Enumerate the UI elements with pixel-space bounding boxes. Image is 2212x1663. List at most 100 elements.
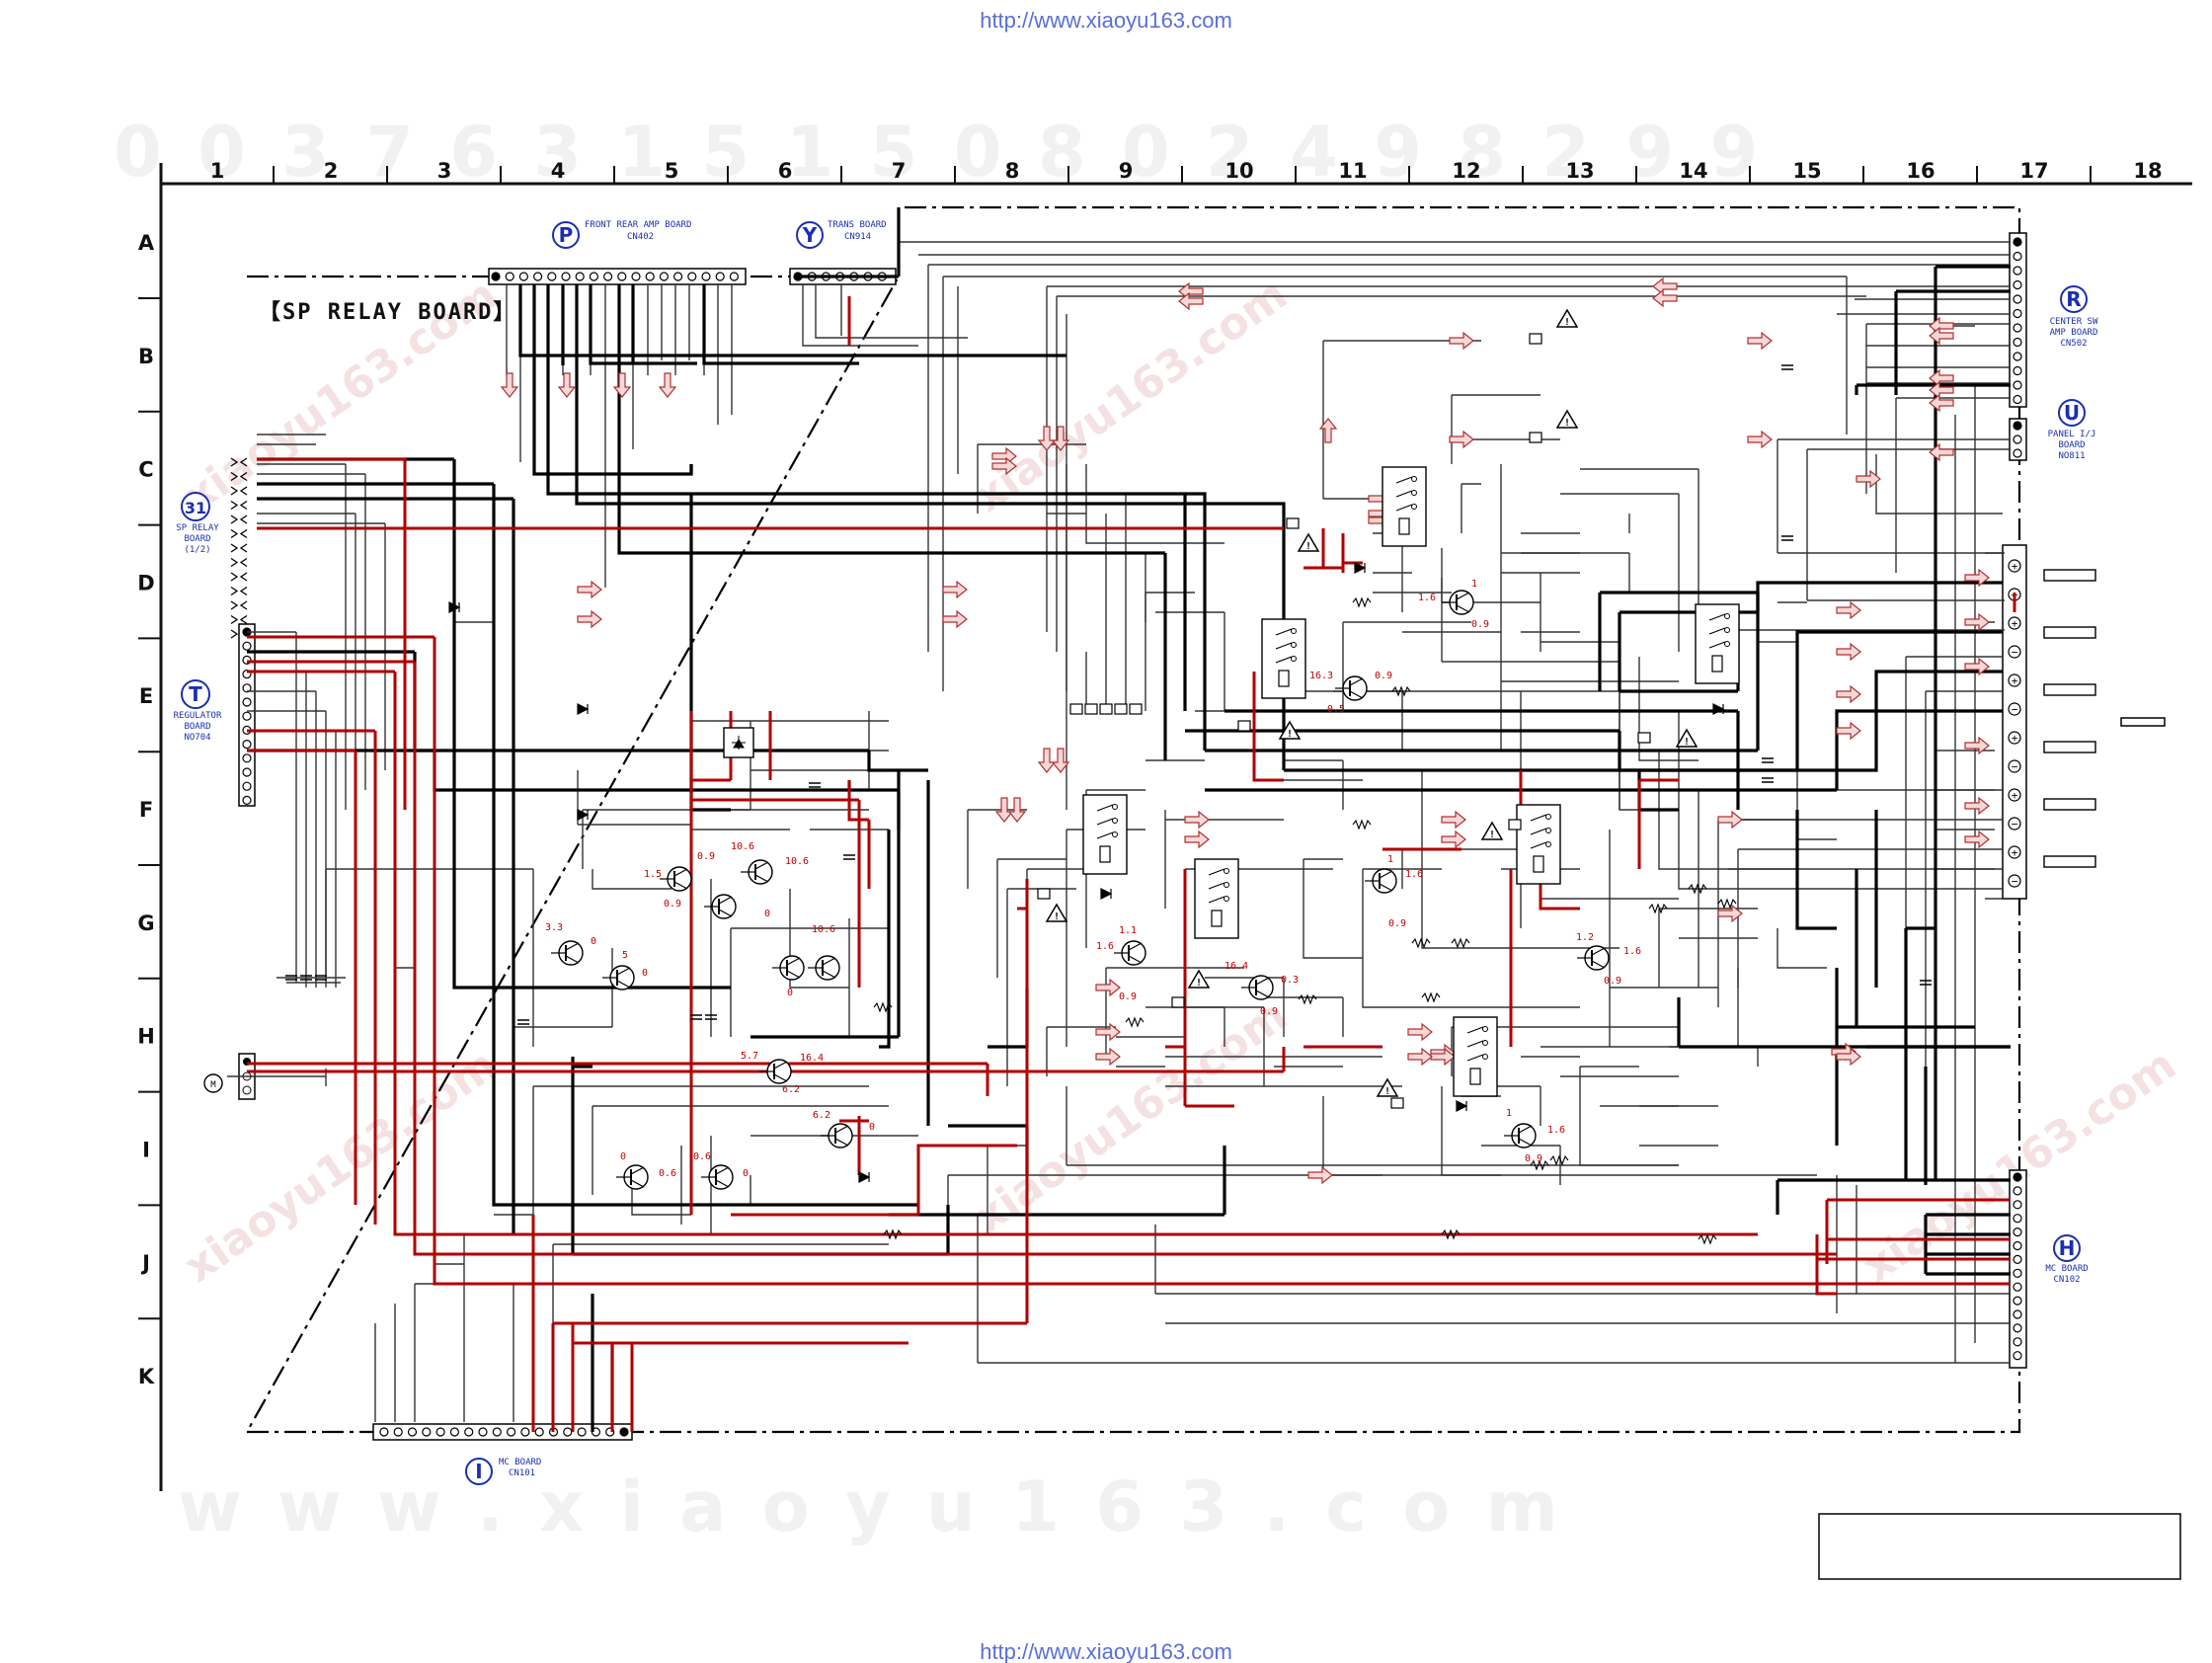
svg-text:!: ! [1305,541,1311,552]
v-q5-b: 16.4 [800,1053,824,1064]
svg-text:xiaoyu163.com: xiaoyu163.com [965,990,1297,1243]
connector-r-line1: CENTER SW [2050,317,2098,327]
pin [2013,1268,2022,1278]
connector-y[interactable]: Y TRANS BOARD CN914 [789,220,897,285]
resistor [1084,703,1098,715]
grid-column-6: 6 [778,159,793,183]
diode [1712,703,1725,715]
resistor-zigzag [1648,903,1668,914]
grid-column-3: 3 [437,159,452,183]
arrow-right [1836,642,1861,662]
grid-column-4: 4 [551,159,566,183]
pin [2013,394,2022,405]
arrow-left [1652,288,1678,308]
resistor [1390,1097,1404,1109]
voltage-labels: 1.5 0.9 0.9 10.6 10.6 0 3.3 0 5 0 10.6 0… [545,579,1641,1179]
arrow-up [1318,418,1338,443]
relay [1082,794,1128,875]
speaker-terminal-sign: − [2012,646,2018,659]
arrow-right [1747,430,1773,449]
grid-column-2: 2 [324,159,339,183]
arrow-right [1964,568,1990,588]
pin [2013,421,2022,431]
arrow-left [1929,316,1954,336]
pin [2013,251,2022,262]
connector-31[interactable]: 31 SP RELAY BOARD (1/2) [176,457,248,639]
connector-u-line3: NO811 [2058,451,2085,461]
v-q11-a: 1 [1387,854,1393,865]
connector-u[interactable]: U PANEL I/J BOARD NO811 [2009,399,2095,461]
v-q9-b: 0.9 [1375,671,1392,681]
connector-t-line2: BOARD [184,722,210,732]
svg-text:!: ! [1684,737,1690,748]
grid-row-J: J [140,1251,150,1275]
pin [2013,352,2022,361]
v-q3-c: 5 [622,950,628,961]
svg-text:!: ! [1564,418,1570,429]
warning-icon [1278,720,1302,740]
resistor [1529,333,1542,345]
arrow-down [1051,748,1070,773]
transistors [551,590,1610,1190]
arrow-right [577,609,602,629]
arrow-right [1307,1165,1333,1185]
resistor [1508,819,1522,831]
v-q5-c: 6.2 [782,1084,800,1095]
capacitor [705,1014,717,1020]
pin [729,272,740,281]
connector-u-line2: BOARD [2058,440,2085,450]
grid-row-F: F [139,798,153,822]
speaker-terminal [2008,673,2021,687]
grid-row-A: A [138,231,155,255]
arrow-left [1929,380,1954,400]
pin [687,272,697,281]
arrow-right [1449,430,1474,449]
capacitor [1781,535,1793,541]
title-block-box [1818,1513,2181,1580]
v-q13-c: 0.9 [1525,1153,1542,1164]
diode [448,601,461,613]
diode [858,1171,871,1183]
pin [2013,1254,2022,1265]
url-bottom[interactable]: http://www.xiaoyu163.com [980,1639,1232,1663]
capacitor [315,975,327,981]
connector-p[interactable]: P FRONT REAR AMP BOARD CN402 [488,220,747,285]
grid-row-K: K [138,1365,155,1388]
pin [230,528,248,539]
arrow-right [1441,830,1466,849]
resistor-zigzag [1451,937,1470,949]
speaker-terminal [2008,817,2021,831]
diode [577,809,590,821]
arrow-right [1095,1022,1121,1042]
grid-row-E: E [139,684,153,708]
diode [1354,562,1367,574]
pin [230,486,248,496]
connector-r[interactable]: R CENTER SW AMP BOARD CN502 [2009,232,2098,408]
speaker-terminal-sign: + [2012,617,2018,630]
arrow-right [1717,904,1743,923]
url-top[interactable]: http://www.xiaoyu163.com [980,8,1232,33]
svg-text:!: ! [1489,830,1495,840]
v-q3-d: 0 [642,968,648,979]
speaker-terminal-sign: − [2012,760,2018,773]
connector-p-letter: P [559,223,574,247]
diode [577,703,590,715]
grid-row-G: G [137,911,154,935]
arrow-right [1964,796,1990,816]
pin [242,781,252,791]
v-q2-b: 10.6 [785,856,809,867]
arrow-right [942,580,968,599]
arrow-right [1184,810,1210,830]
speaker-terminal [2008,759,2021,773]
pin [230,515,248,524]
pin [547,272,557,281]
pin [2013,1323,2022,1333]
grid-column-9: 9 [1119,159,1134,183]
arrow-left [1929,393,1954,413]
connector-i-letter: I [475,1460,482,1483]
connector-t[interactable]: T REGULATOR BOARD NO704 [174,623,256,807]
arrow-right [1095,1047,1121,1067]
resistor-zigzag [1441,1228,1461,1240]
connector-h[interactable]: H MC BOARD CN102 [2009,1169,2089,1369]
pin [230,572,248,582]
